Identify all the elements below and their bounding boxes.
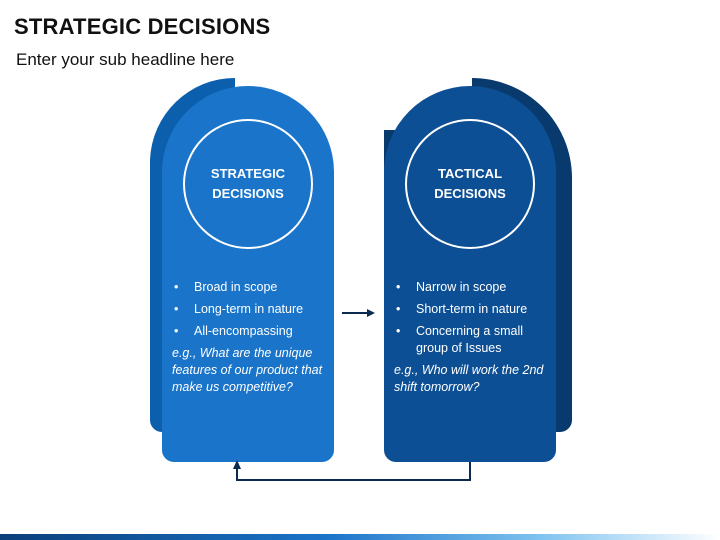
return-connector-head: [233, 460, 241, 469]
bullet-icon: •: [396, 280, 401, 294]
left-heading-line2: DECISIONS: [212, 186, 284, 201]
right-bullet-item: • Concerning a small group of Issues: [394, 323, 552, 357]
bullet-icon: •: [174, 280, 179, 294]
right-bullet-text: Concerning a small group of Issues: [416, 324, 523, 355]
left-bullet-item: • All-encompassing: [172, 323, 328, 340]
right-bullet-text: Narrow in scope: [416, 280, 507, 294]
left-bullet-item: • Long-term in nature: [172, 301, 328, 318]
left-heading: STRATEGIC DECISIONS: [188, 164, 308, 204]
right-heading-line1: TACTICAL: [437, 166, 503, 181]
bullet-icon: •: [396, 302, 401, 316]
return-connector-line: [236, 462, 471, 481]
bullet-icon: •: [174, 302, 179, 316]
left-bullet-list: • Broad in scope • Long-term in nature • Al…: [172, 279, 328, 340]
left-heading-line1: STRATEGIC: [210, 166, 286, 181]
left-bullet-item: • Broad in scope: [172, 279, 328, 296]
right-bullet-item: • Narrow in scope: [394, 279, 552, 296]
right-example-text: e.g., Who will work the 2nd shift tomorr…: [394, 363, 544, 394]
bullet-icon: •: [174, 324, 179, 338]
bottom-gradient-bar: [0, 534, 720, 540]
right-heading: TACTICAL DECISIONS: [410, 164, 530, 204]
right-bullet-item: • Short-term in nature: [394, 301, 552, 318]
left-bullet-text: Long-term in nature: [194, 302, 304, 316]
left-example-text: e.g., What are the unique features of ou…: [172, 346, 323, 394]
page-subtitle: Enter your sub headline here: [16, 50, 235, 69]
right-panel-front-shape: [384, 86, 556, 462]
right-heading-circle: [405, 119, 535, 249]
left-bullet-text: Broad in scope: [194, 280, 278, 294]
middle-arrow-head: [367, 309, 375, 317]
right-heading-line2: DECISIONS: [434, 186, 506, 201]
right-panel-content: • Narrow in scope • Short-term in nature •…: [394, 279, 552, 396]
left-panel-content: • Broad in scope • Long-term in nature • Al…: [172, 279, 328, 396]
right-bullet-list: • Narrow in scope • Short-term in nature •…: [394, 279, 552, 357]
right-bullet-text: Short-term in nature: [416, 302, 528, 316]
bullet-icon: •: [396, 324, 401, 338]
left-heading-circle: [183, 119, 313, 249]
page-title: STRATEGIC DECISIONS: [14, 14, 271, 39]
left-bullet-text: All-encompassing: [194, 324, 293, 338]
left-panel-front-shape: [162, 86, 334, 462]
